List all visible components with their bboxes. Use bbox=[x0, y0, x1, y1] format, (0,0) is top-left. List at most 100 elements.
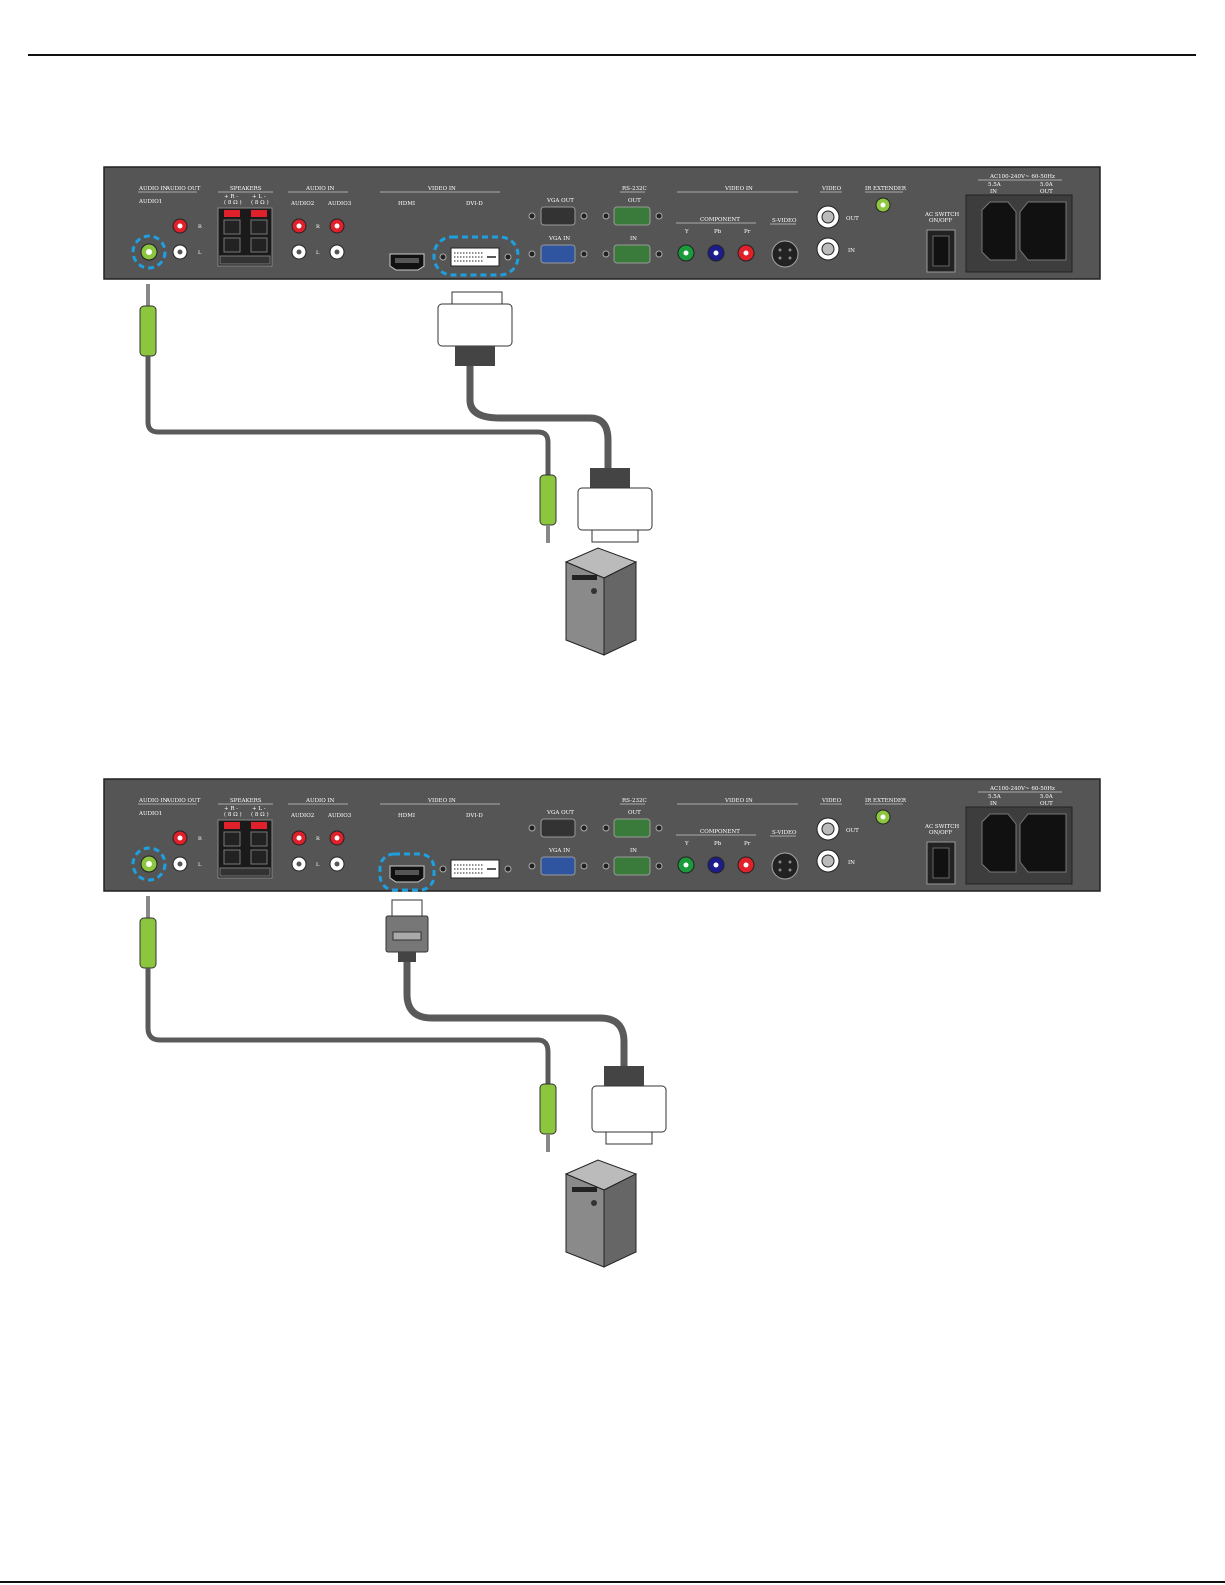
label-s-video: S-VIDEO bbox=[772, 218, 797, 224]
label-hdmi: HDMI bbox=[398, 201, 415, 207]
label-audio3: AUDIO3 bbox=[327, 201, 352, 207]
vga-out-port bbox=[540, 818, 576, 838]
label-video-in-jack: IN bbox=[848, 248, 855, 254]
label-ac-rating: AC100-240V~ 60-50Hz bbox=[989, 786, 1055, 792]
label-ac-in-amp: 5.5A bbox=[988, 794, 1002, 800]
label-r-1: R bbox=[198, 224, 202, 230]
rs232-in-port bbox=[613, 856, 651, 876]
label-speaker-l: + L - bbox=[252, 806, 266, 812]
label-rs232c: RS-232C bbox=[622, 798, 647, 804]
label-rs-out: OUT bbox=[628, 198, 641, 204]
label-pb: Pb bbox=[714, 841, 722, 847]
label-video-out: OUT bbox=[846, 216, 859, 222]
label-ir-extender: IR EXTENDER bbox=[865, 186, 907, 192]
s-video-port bbox=[771, 852, 799, 880]
label-audio-out: AUDIO OUT bbox=[165, 186, 201, 192]
label-audio-out: AUDIO OUT bbox=[165, 798, 201, 804]
highlight-dvi bbox=[432, 235, 520, 277]
label-l-1: L bbox=[198, 250, 202, 256]
label-ac-in: IN bbox=[990, 189, 997, 195]
label-dvi-d: DVI-D bbox=[466, 813, 483, 819]
vga-in-port bbox=[540, 244, 576, 264]
dvi-cable bbox=[437, 291, 653, 543]
label-pr: Pr bbox=[744, 841, 751, 847]
label-rs232c: RS-232C bbox=[622, 186, 647, 192]
label-audio-in-2: AUDIO IN bbox=[305, 186, 335, 192]
label-l-2: L bbox=[316, 250, 320, 256]
label-ir-extender: IR EXTENDER bbox=[865, 798, 907, 804]
label-l-2: L bbox=[316, 862, 320, 868]
label-y: Y bbox=[684, 841, 689, 847]
label-video-out: OUT bbox=[846, 828, 859, 834]
label-video-in: VIDEO IN bbox=[427, 798, 456, 804]
label-video-in-2: VIDEO IN bbox=[724, 798, 753, 804]
ac-out-socket bbox=[1019, 201, 1067, 261]
label-speaker-l: + L - bbox=[252, 194, 266, 200]
label-ac-in-amp: 5.5A bbox=[988, 182, 1002, 188]
label-audio-in: AUDIO IN bbox=[138, 186, 168, 192]
label-speakers: SPEAKERS bbox=[230, 798, 262, 804]
label-audio3: AUDIO3 bbox=[327, 813, 352, 819]
label-audio-in: AUDIO IN bbox=[138, 798, 168, 804]
label-speaker-r-ohm: ( 8 Ω ) bbox=[224, 199, 242, 206]
audio-cable-2 bbox=[139, 896, 557, 1152]
label-rs-in: IN bbox=[630, 236, 637, 242]
label-component: COMPONENT bbox=[700, 217, 740, 223]
computer-tower-2 bbox=[564, 1159, 638, 1268]
rs232-out-port bbox=[613, 818, 651, 838]
label-ac-out-amp: 5.0A bbox=[1040, 794, 1054, 800]
s-video-port bbox=[771, 240, 799, 268]
label-y: Y bbox=[684, 229, 689, 235]
label-vga-in: VGA IN bbox=[548, 236, 570, 242]
label-rs-out: OUT bbox=[628, 810, 641, 816]
highlight-hdmi bbox=[378, 852, 436, 892]
audio-cable bbox=[139, 284, 557, 543]
label-audio2: AUDIO2 bbox=[290, 813, 314, 819]
label-l-1: L bbox=[198, 862, 202, 868]
label-vga-in: VGA IN bbox=[548, 848, 570, 854]
label-on-off: ON/OFF bbox=[929, 218, 952, 224]
label-audio-in-2: AUDIO IN bbox=[305, 798, 335, 804]
vga-out-port bbox=[540, 206, 576, 226]
rear-panel: AUDIO IN AUDIO OUT AUDIO1 SPEAKERS + R -… bbox=[103, 166, 1101, 280]
hdmi-cable bbox=[385, 899, 667, 1145]
computer-tower bbox=[564, 547, 638, 656]
label-ac-out: OUT bbox=[1040, 801, 1053, 807]
label-s-video: S-VIDEO bbox=[772, 830, 797, 836]
highlight-audio1 bbox=[131, 234, 167, 270]
label-ac-switch: AC SWITCH bbox=[924, 212, 959, 218]
label-audio1: AUDIO1 bbox=[138, 199, 162, 205]
label-audio2: AUDIO2 bbox=[290, 201, 314, 207]
label-hdmi: HDMI bbox=[398, 813, 415, 819]
label-dvi-d: DVI-D bbox=[466, 201, 483, 207]
header-rule bbox=[28, 54, 1196, 56]
label-ac-rating: AC100-240V~ 60-50Hz bbox=[989, 174, 1055, 180]
diagram-hdmi-connection: AUDIO IN AUDIO OUT AUDIO1 SPEAKERS + R -… bbox=[0, 762, 1225, 1282]
label-r-1: R bbox=[198, 836, 202, 842]
ac-out-socket bbox=[1019, 813, 1067, 873]
highlight-audio1 bbox=[131, 846, 167, 882]
vga-in-port bbox=[540, 856, 576, 876]
label-vga-out: VGA OUT bbox=[546, 198, 574, 204]
label-speaker-r: + R - bbox=[224, 806, 238, 812]
dvi-diagram-svg: AUDIO IN AUDIO OUT AUDIO1 SPEAKERS + R -… bbox=[103, 166, 1101, 656]
diagram-dvi-connection: AUDIO IN AUDIO OUT AUDIO1 SPEAKERS + R -… bbox=[0, 150, 1225, 670]
label-r-2: R bbox=[316, 836, 320, 842]
label-pr: Pr bbox=[744, 229, 751, 235]
label-speaker-r: + R - bbox=[224, 194, 238, 200]
label-ac-out-amp: 5.0A bbox=[1040, 182, 1054, 188]
label-on-off: ON/OFF bbox=[929, 830, 952, 836]
rs232-out-port bbox=[613, 206, 651, 226]
label-speakers: SPEAKERS bbox=[230, 186, 262, 192]
ac-in-socket bbox=[981, 201, 1017, 261]
label-video-in-jack: IN bbox=[848, 860, 855, 866]
hdmi-diagram-svg: AUDIO IN AUDIO OUT AUDIO1 SPEAKERS + R -… bbox=[103, 778, 1101, 1268]
label-video-in-2: VIDEO IN bbox=[724, 186, 753, 192]
label-vga-out: VGA OUT bbox=[546, 810, 574, 816]
label-ac-in: IN bbox=[990, 801, 997, 807]
label-video: VIDEO bbox=[821, 186, 842, 192]
ac-in-socket bbox=[981, 813, 1017, 873]
rs232-in-port bbox=[613, 244, 651, 264]
footer-rule bbox=[0, 1581, 1225, 1583]
label-rs-in: IN bbox=[630, 848, 637, 854]
